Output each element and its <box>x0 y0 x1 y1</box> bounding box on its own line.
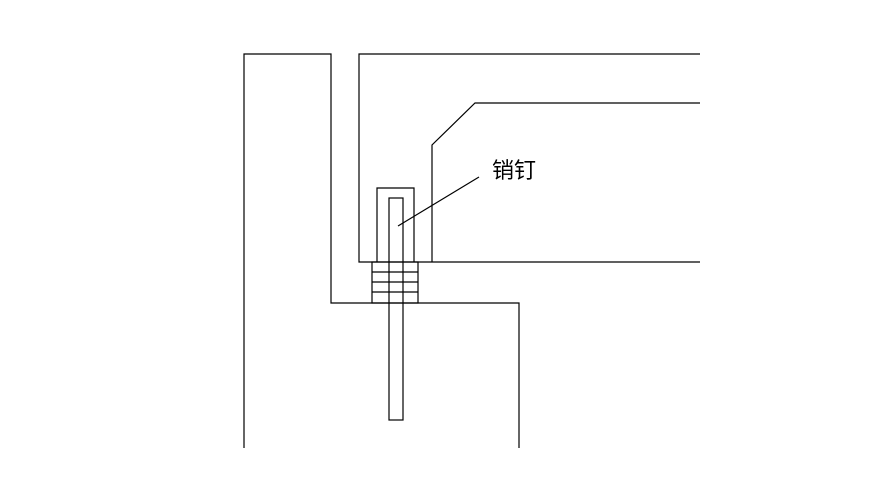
leader-line <box>397 176 480 227</box>
upper-housing-outline <box>358 53 700 263</box>
inner-chamfer-profile <box>431 102 700 262</box>
lower-body-outline <box>243 53 520 448</box>
pin-rod <box>388 197 404 421</box>
pin-sleeve <box>376 187 415 262</box>
washer-stack <box>371 261 419 304</box>
pin-label: 销钉 <box>492 159 536 184</box>
